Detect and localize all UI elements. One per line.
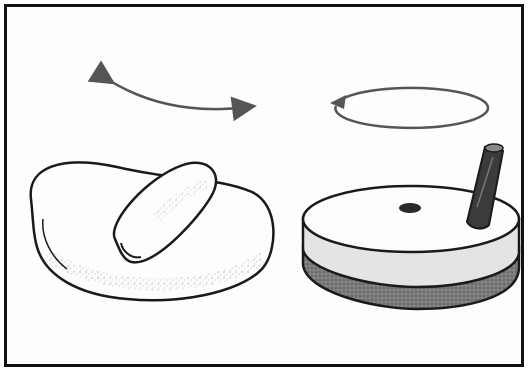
quern-feed-hole	[399, 203, 421, 213]
quern-illustration	[7, 7, 521, 364]
rotary-quern	[303, 144, 519, 309]
saddle-quern	[31, 162, 274, 300]
illustration-frame	[4, 4, 524, 367]
circular-arrow-icon	[330, 88, 488, 128]
back-and-forth-arrow-icon	[107, 79, 247, 109]
